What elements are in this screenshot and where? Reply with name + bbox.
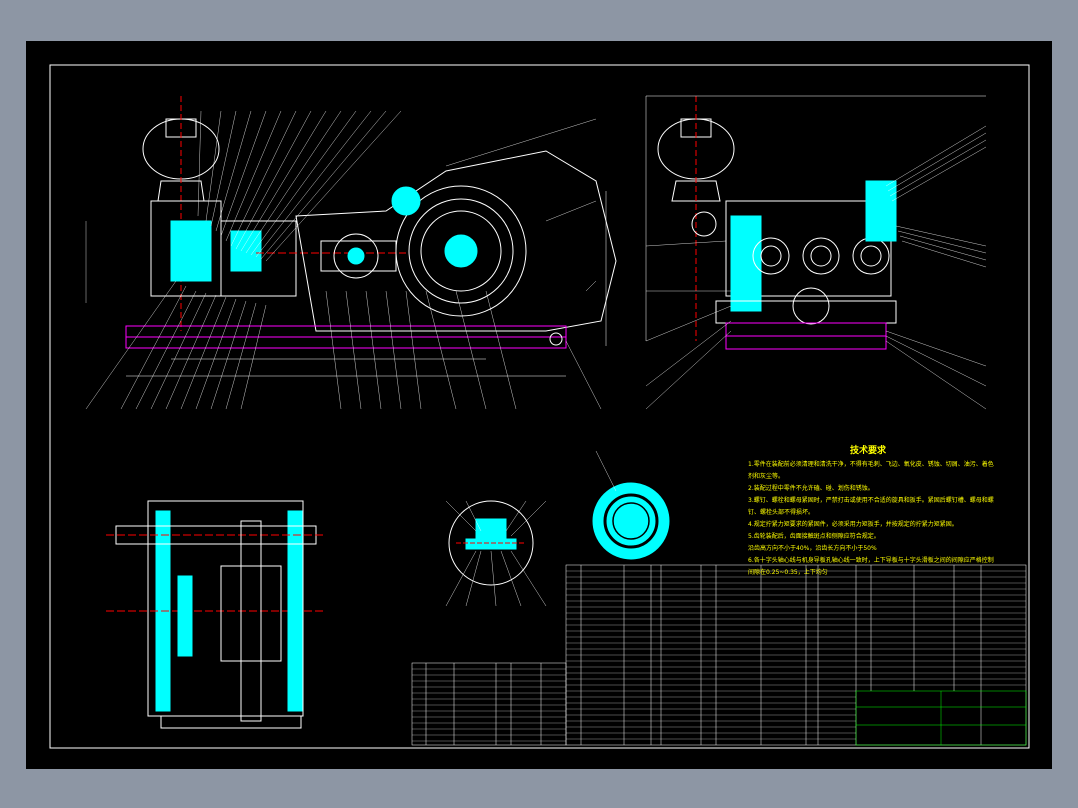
detail-a <box>445 500 547 607</box>
tech-requirement-line: 剂和灰尘等。 <box>748 473 785 480</box>
tech-requirement-line: 钉、螺栓头部不得损坏。 <box>748 509 815 516</box>
tech-requirement-line: 6.各十字头轴心线与机身导板孔轴心线一致时，上下导板与十字头滑板之间的间隙应严格… <box>748 557 994 564</box>
tech-requirement-line: 间隙在0.25~0.35，上下均匀 <box>748 569 828 576</box>
tech-requirements-title: 技术要求 <box>850 446 887 456</box>
detail-b <box>592 450 670 560</box>
tech-requirement-line: 沿齿高方向不小于40%，沿齿长方向不小于50% <box>748 545 877 552</box>
leader-lines-top <box>197 110 597 292</box>
tech-requirement-line: 3.螺钉、螺栓和螺母紧固时，严禁打击或使用不合适的旋具和扳手。紧固后螺钉槽、螺母… <box>748 497 994 504</box>
drawing-sheet: 技术要求 1.零件在装配前必须清理和清洗干净，不得有毛刺、飞边、氧化皮、锈蚀、切… <box>26 41 1052 769</box>
leader-lines-bottom <box>85 221 602 410</box>
leader-lines-side <box>645 125 987 410</box>
tech-requirement-line: 2.装配过程中零件不允许磕、碰、划伤和锈蚀。 <box>748 485 874 492</box>
main-side-view <box>125 96 617 377</box>
side-view <box>645 95 986 350</box>
cad-drawing <box>49 64 1030 749</box>
tech-requirement-line: 5.齿轮装配后，齿面接触斑点和侧隙应符合规定。 <box>748 533 880 540</box>
tech-requirement-line: 4.规定拧紧力矩要求的紧固件，必须采用力矩扳手，并按规定的拧紧力矩紧固。 <box>748 521 958 528</box>
gearbox-section <box>106 500 326 729</box>
tech-requirement-line: 1.零件在装配前必须清理和清洗干净，不得有毛刺、飞边、氧化皮、锈蚀、切屑、油污、… <box>748 461 994 468</box>
table-rows <box>412 570 1026 742</box>
inner-frame <box>49 64 1030 749</box>
